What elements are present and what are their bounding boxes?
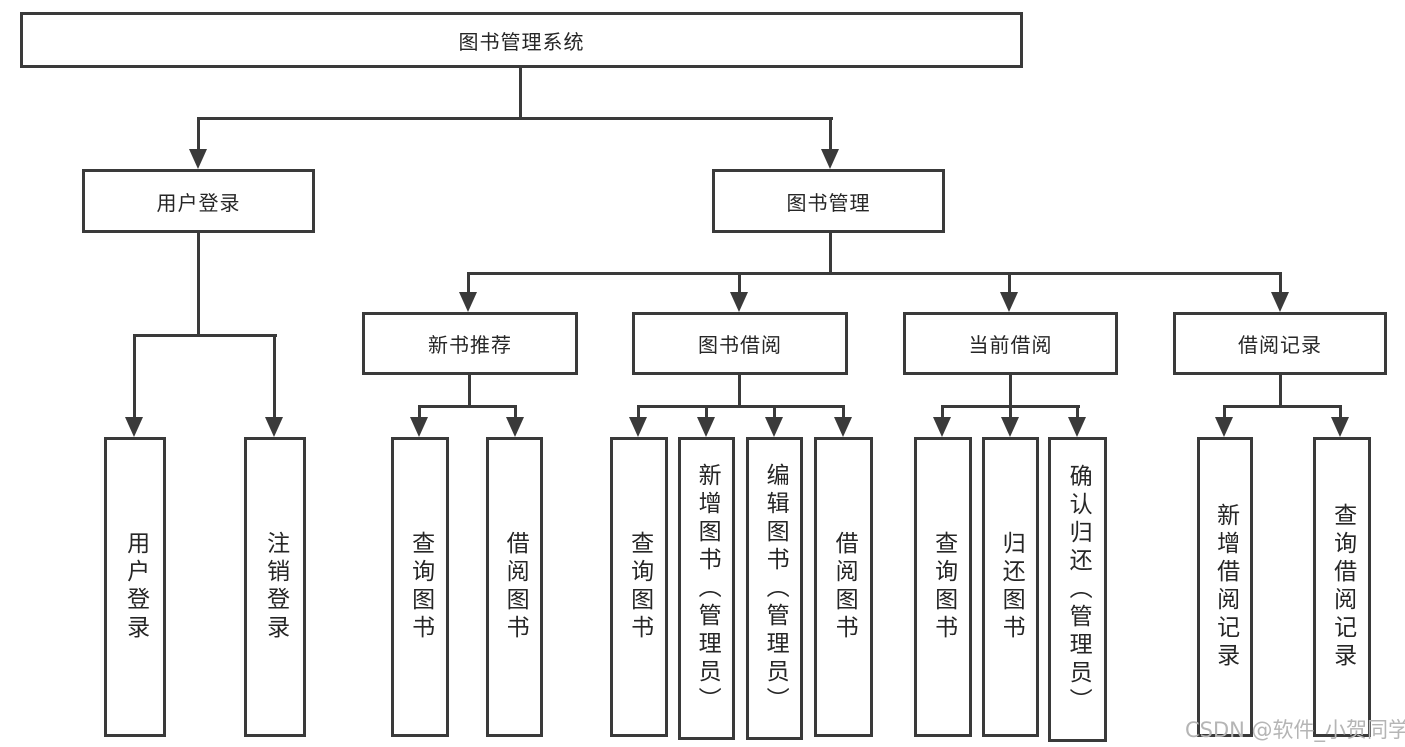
leaf-edit-book-admin: 编辑图书（管理员） [746,437,803,740]
connector-line [829,232,832,275]
leaf-user-login: 用户登录 [104,437,166,737]
arrow-down-icon [1001,417,1019,437]
arrow-down-icon [506,417,524,437]
arrow-down-icon [821,149,839,169]
connector-line [1223,405,1342,408]
arrow-down-icon [834,417,852,437]
arrow-down-icon [1000,292,1018,312]
connector-line [418,405,421,420]
connector-line [1279,374,1282,408]
arrow-down-icon [189,149,207,169]
leaf-query-borrow-record: 查询借阅记录 [1313,437,1371,737]
node-current-borrowing: 当前借阅 [903,312,1118,375]
arrow-down-icon [1215,417,1233,437]
leaf-return-books: 归还图书 [982,437,1039,737]
arrow-down-icon [765,417,783,437]
connector-line [705,405,708,420]
connector-line [418,405,517,408]
arrow-down-icon [410,417,428,437]
connector-line [637,405,640,420]
node-new-book-recommend: 新书推荐 [362,312,578,375]
connector-line [133,334,136,420]
leaf-confirm-return-admin: 确认归还（管理员） [1048,437,1107,742]
connector-line [468,374,471,408]
connector-line [1339,405,1342,420]
leaf-add-book-admin: 新增图书（管理员） [678,437,735,740]
arrow-down-icon [730,292,748,312]
connector-line [738,272,741,294]
leaf-query-books-current: 查询图书 [914,437,972,737]
leaf-add-borrow-record: 新增借阅记录 [1197,437,1253,737]
leaf-logout: 注销登录 [244,437,306,737]
connector-line [197,117,833,120]
node-borrowing-records: 借阅记录 [1173,312,1387,375]
connector-line [273,334,276,420]
connector-line [1279,272,1282,294]
arrow-down-icon [459,292,477,312]
connector-line [829,117,832,151]
connector-line [1008,272,1011,294]
connector-line [1009,405,1012,420]
connector-line [738,374,741,408]
connector-line [1223,405,1226,420]
node-user-login: 用户登录 [82,169,315,233]
node-book-management: 图书管理 [712,169,945,233]
connector-line [519,67,522,120]
connector-line [197,232,200,337]
connector-line [1076,405,1079,420]
connector-line [1009,374,1012,408]
leaf-borrow-books-recommend: 借阅图书 [486,437,543,737]
leaf-borrow-books-borrowing: 借阅图书 [814,437,873,737]
connector-line [773,405,776,420]
leaf-query-books-recommend: 查询图书 [391,437,449,737]
arrow-down-icon [697,417,715,437]
watermark: CSDN @软件_小贺同学 [1185,718,1405,742]
arrow-down-icon [1068,417,1086,437]
connector-line [941,405,944,420]
connector-line [133,334,277,337]
leaf-query-books-borrowing: 查询图书 [610,437,668,737]
node-root: 图书管理系统 [20,12,1023,68]
arrow-down-icon [125,417,143,437]
connector-line [467,272,1282,275]
arrow-down-icon [265,417,283,437]
arrow-down-icon [933,417,951,437]
connector-line [637,405,845,408]
connector-line [197,117,200,151]
connector-line [467,272,470,294]
arrow-down-icon [629,417,647,437]
arrow-down-icon [1331,417,1349,437]
connector-line [842,405,845,420]
connector-line [514,405,517,420]
arrow-down-icon [1271,292,1289,312]
node-book-borrowing: 图书借阅 [632,312,848,375]
